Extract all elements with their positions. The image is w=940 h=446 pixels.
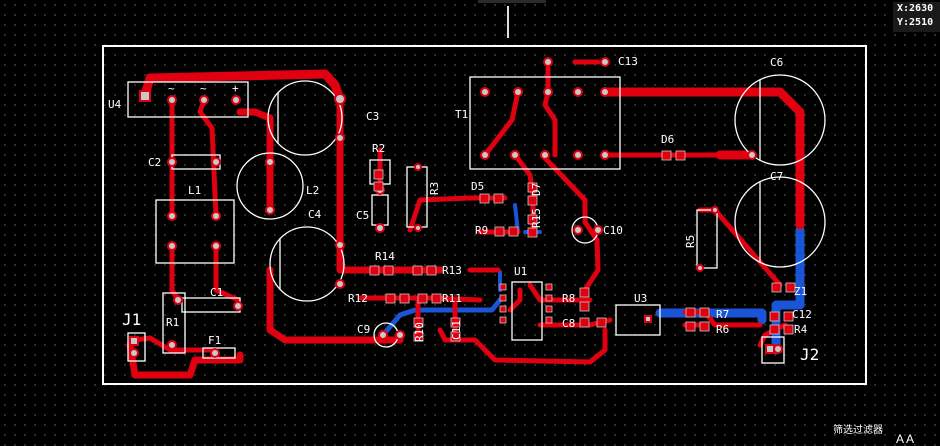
label-R3: R3 — [428, 182, 441, 195]
label-D5: D5 — [471, 180, 484, 193]
label-R6: R6 — [716, 323, 729, 336]
u4-pin-3: + — [232, 82, 239, 95]
label-C11: C11 — [450, 320, 463, 340]
label-C3: C3 — [366, 110, 379, 123]
label-R12: R12 — [348, 292, 368, 305]
label-C5: C5 — [356, 209, 369, 222]
label-T1: T1 — [455, 108, 468, 121]
board-outline — [102, 45, 867, 385]
label-R9: R9 — [475, 224, 488, 237]
label-R15: R15 — [530, 208, 543, 228]
label-Z1: Z1 — [794, 285, 807, 298]
label-F1: F1 — [208, 334, 221, 347]
label-J1: J1 — [122, 310, 141, 329]
label-R13: R13 — [442, 264, 462, 277]
label-C1: C1 — [210, 286, 223, 299]
label-C10: C10 — [603, 224, 623, 237]
bottom-toolbar: A A — [896, 432, 914, 446]
label-D7: D7 — [530, 183, 543, 196]
origin-marker — [507, 6, 509, 38]
label-C6: C6 — [770, 56, 783, 69]
label-U4: U4 — [108, 98, 122, 111]
label-C12: C12 — [792, 308, 812, 321]
label-C13: C13 — [618, 55, 638, 68]
cursor-coordinates: X:2630 Y:2510 — [893, 2, 940, 32]
text-size-icon[interactable]: A — [906, 432, 915, 446]
smd-pads — [369, 150, 796, 342]
label-L1: L1 — [188, 184, 201, 197]
label-U1: U1 — [514, 265, 527, 278]
label-D6: D6 — [661, 133, 674, 146]
label-R8: R8 — [562, 292, 575, 305]
filter-panel-button[interactable]: 筛选过滤器 — [833, 425, 883, 436]
top-tab — [478, 0, 546, 3]
label-L2: L2 — [306, 184, 319, 197]
silkscreen-outlines — [127, 74, 826, 364]
label-C8: C8 — [562, 317, 575, 330]
label-R10: R10 — [413, 322, 426, 342]
label-J2: J2 — [800, 345, 819, 364]
label-R11: R11 — [442, 292, 462, 305]
label-C7: C7 — [770, 170, 783, 183]
label-R7: R7 — [716, 308, 729, 321]
label-C9: C9 — [357, 323, 370, 336]
label-C4: C4 — [308, 208, 322, 221]
label-R4: R4 — [794, 323, 808, 336]
text-tool-icon[interactable]: A — [896, 432, 904, 446]
silkscreen-labels: U4 ~ ~ + C2 L1 C1 R1 F1 J1 C3 L2 C4 C9 R… — [108, 55, 819, 364]
label-R2: R2 — [372, 142, 385, 155]
label-U3: U3 — [634, 292, 647, 305]
u4-pin-2: ~ — [200, 82, 207, 95]
label-C2: C2 — [148, 156, 161, 169]
label-R14: R14 — [375, 250, 395, 263]
coord-x: X:2630 — [897, 3, 934, 14]
u4-pin-1: ~ — [168, 82, 175, 95]
coord-y: Y:2510 — [897, 17, 934, 28]
label-R1: R1 — [166, 316, 179, 329]
label-R5: R5 — [684, 235, 697, 248]
